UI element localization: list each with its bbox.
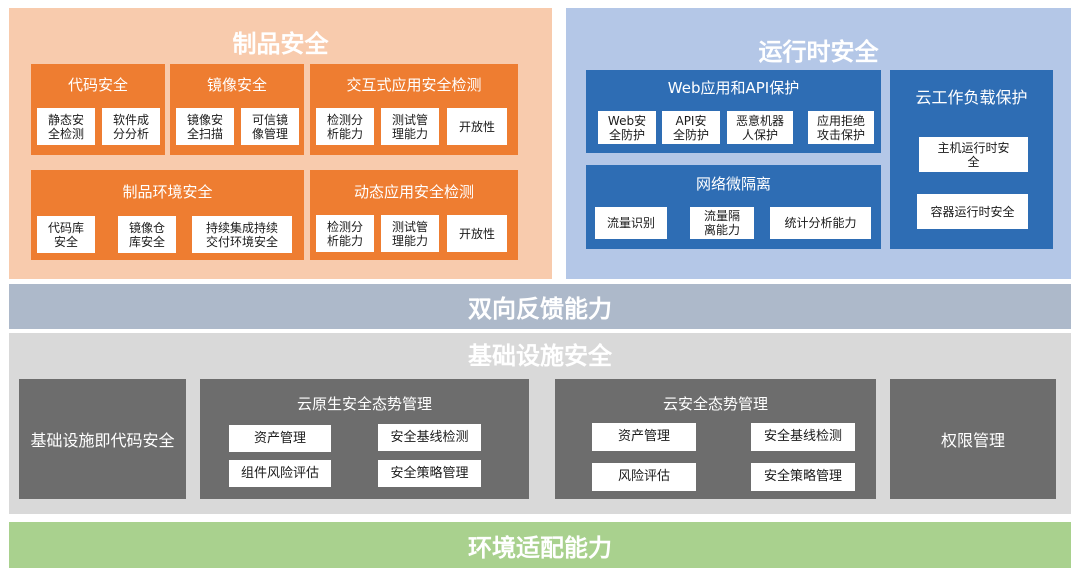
cnspm-component-risk-chip: 组件风险评估 [229,460,331,487]
cicd-env-security-chip: 持续集成持续 交付环境安全 [192,216,292,253]
software-composition-analysis-chip: 软件成 分分析 [102,108,160,145]
dast-detection-analysis-chip: 检测分 析能力 [316,215,374,252]
interactive-testing-title: 交互式应用安全检测 [346,76,482,94]
infra-security-title: 基础设施安全 [468,342,612,370]
web-security-chip: Web安 全防护 [598,111,656,144]
iac-security-title: 基础设施即代码安全 [30,431,175,450]
bot-protection-chip: 恶意机器 人保护 [727,111,793,144]
environment-adaptation-band: 环境适配能力 [9,522,1071,568]
traffic-identification-chip: 流量识别 [595,207,667,239]
code-security-title: 代码安全 [67,76,128,94]
iast-openness-chip: 开放性 [447,108,507,145]
cnspm-baseline-detection-chip: 安全基线检测 [378,424,481,451]
cnspm-policy-management-chip: 安全策略管理 [378,460,481,487]
micro-segmentation-title: 网络微隔离 [695,175,771,193]
cspm-policy-management-chip: 安全策略管理 [751,463,855,491]
cnspm-asset-management-chip: 资产管理 [229,425,331,452]
api-security-chip: API安 全防护 [662,111,720,144]
dynamic-testing-title: 动态应用安全检测 [353,183,474,201]
iast-detection-analysis-chip: 检测分 析能力 [316,108,374,145]
artifact-security-title: 制品安全 [232,30,329,58]
image-security-title: 镜像安全 [206,76,267,94]
cspm-baseline-detection-chip: 安全基线检测 [751,423,855,451]
traffic-isolation-chip: 流量隔 离能力 [690,207,754,239]
cspm-risk-assessment-chip: 风险评估 [592,463,696,491]
bidirectional-feedback-band: 双向反馈能力 [9,284,1071,329]
cspm-title: 云安全态势管理 [662,395,768,413]
cnspm-title: 云原生安全态势管理 [296,395,432,413]
image-registry-security-chip: 镜像仓 库安全 [118,216,176,253]
dast-test-management-chip: 测试管 理能力 [381,215,439,252]
statistical-analysis-chip: 统计分析能力 [770,207,871,239]
code-repo-security-chip: 代码库 安全 [37,216,95,253]
cloud-workload-title: 云工作负载保护 [915,88,1028,107]
host-runtime-security-chip: 主机运行时安 全 [919,137,1028,172]
iac-security-box: 基础设施即代码安全 [19,379,186,499]
image-security-scan-chip: 镜像安 全扫描 [176,108,234,145]
artifact-env-security-title: 制品环境安全 [122,183,213,201]
trusted-image-management-chip: 可信镜 像管理 [241,108,299,145]
dos-protection-chip: 应用拒绝 攻击保护 [808,111,874,144]
iast-test-management-chip: 测试管 理能力 [381,108,439,145]
cspm-asset-management-chip: 资产管理 [592,423,696,451]
web-api-protection-title: Web应用和API保护 [667,79,800,97]
permission-management-box: 权限管理 [890,379,1056,499]
static-security-detection-chip: 静态安 全检测 [37,108,95,145]
dast-openness-chip: 开放性 [447,215,507,252]
runtime-security-title: 运行时安全 [758,38,879,66]
container-runtime-security-chip: 容器运行时安全 [917,194,1028,229]
permission-management-title: 权限管理 [940,431,1005,450]
